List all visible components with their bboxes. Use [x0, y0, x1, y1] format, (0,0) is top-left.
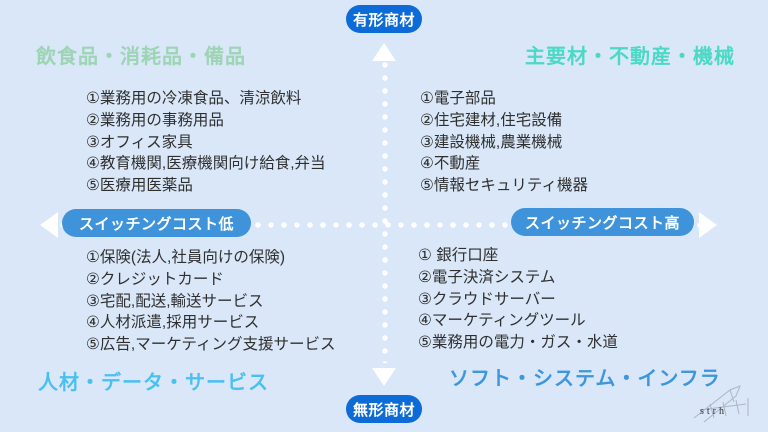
horizontal-axis-dotted-line: [60, 222, 700, 228]
list-item: ①保険(法人,社員向けの保険): [86, 249, 286, 266]
arrow-up-icon: [372, 43, 396, 61]
list-item: ⑤広告,マーケティング支援サービス: [86, 336, 336, 354]
quadrant-title-bottom-right: ソフト・システム・インフラ: [449, 368, 721, 390]
list-item: ⑤業務用の電力・ガス・水道: [418, 334, 618, 352]
quadrant-title-bottom-left: 人材・データ・サービス: [38, 372, 269, 394]
quadrant-list-bottom-left: ①保険(法人,社員向けの保険) ②クレジットカード ③宅配,配送,輸送サービス …: [86, 247, 335, 356]
arrow-down-icon: [372, 368, 396, 386]
quadrant-title-top-right: 主要材・不動産・機械: [525, 46, 735, 68]
list-item: ⑤情報セキュリティ機器: [420, 177, 588, 195]
list-item: ②住宅建材,住宅設備: [420, 111, 563, 129]
list-item: ①電子部品: [420, 90, 496, 107]
axis-label-switching-cost-low: スイッチングコスト低: [62, 209, 251, 237]
list-item: ②電子決済システム: [418, 268, 556, 286]
axis-label-intangible-goods: 無形商材: [346, 395, 422, 423]
quadrant-list-bottom-right: ① 銀行口座 ②電子決済システム ③クラウドサーバー ④マーケティングツール ⑤…: [418, 245, 618, 354]
list-item: ③建設機械,農業機械: [420, 133, 563, 151]
arrow-left-icon: [40, 212, 58, 238]
list-item: ②業務用の事務用品: [86, 111, 224, 129]
quadrant-title-top-left: 飲食品・消耗品・備品: [36, 46, 246, 68]
list-item: ④不動産: [420, 155, 481, 173]
vertical-axis-dotted-line: [382, 62, 388, 363]
list-item: ④マーケティングツール: [418, 312, 586, 330]
list-item: ④人材派遣,採用サービス: [86, 314, 260, 332]
list-item: ③宅配,配送,輸送サービス: [86, 292, 264, 310]
list-item: ⑤医療用医薬品: [86, 177, 193, 195]
axis-label-switching-cost-high: スイッチングコスト高: [511, 208, 694, 236]
list-item: ④教育機関,医療機関向け給食,弁当: [86, 155, 326, 173]
strh-logo-text: strh: [700, 406, 727, 417]
arrow-right-icon: [699, 212, 717, 238]
strh-logo: strh: [693, 385, 749, 423]
axis-label-tangible-goods: 有形商材: [346, 5, 422, 33]
list-item: ③クラウドサーバー: [418, 290, 556, 308]
list-item: ③オフィス家具: [86, 133, 193, 151]
quadrant-list-top-left: ①業務用の冷凍食品、清涼飲料 ②業務用の事務用品 ③オフィス家具 ④教育機関,医…: [86, 88, 326, 197]
list-item: ① 銀行口座: [418, 247, 499, 264]
list-item: ②クレジットカード: [86, 270, 224, 288]
quadrant-list-top-right: ①電子部品 ②住宅建材,住宅設備 ③建設機械,農業機械 ④不動産 ⑤情報セキュリ…: [420, 88, 588, 197]
list-item: ①業務用の冷凍食品、清涼飲料: [86, 90, 302, 107]
